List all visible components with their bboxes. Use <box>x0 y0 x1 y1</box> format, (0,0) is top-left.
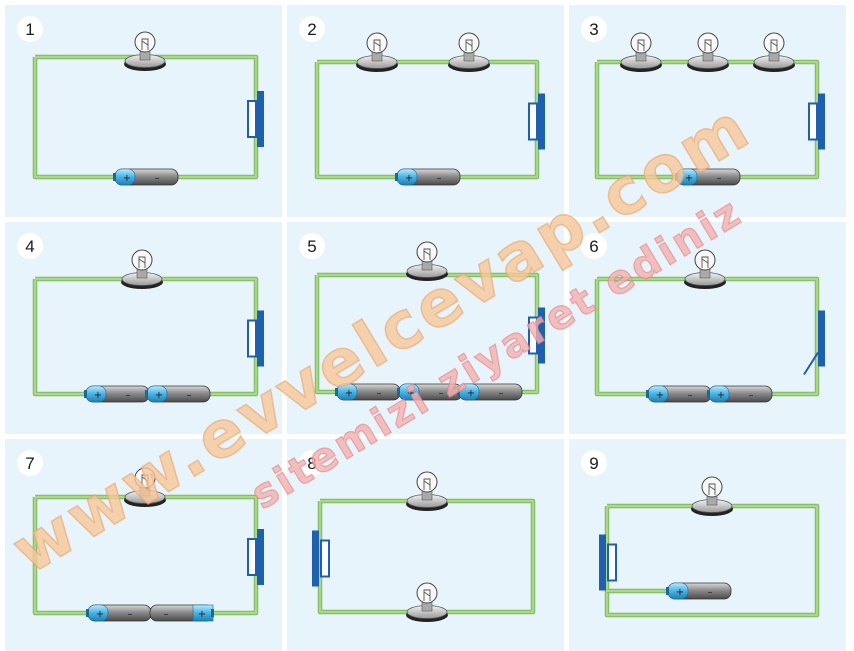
battery-positive-label: + <box>96 609 104 620</box>
battery-negative-label: – <box>499 388 504 399</box>
battery-negative-label: – <box>749 390 754 401</box>
bulb-icon <box>448 32 490 72</box>
battery-icon: +– <box>395 168 461 186</box>
bulb-icon <box>406 582 448 622</box>
battery-positive-label: + <box>198 609 206 620</box>
circuit-panel: +–+–7 <box>5 439 282 651</box>
battery-positive-label: + <box>467 388 475 399</box>
bulb-icon <box>406 241 448 281</box>
battery-icon: +– <box>335 383 401 401</box>
battery-positive-label: + <box>685 173 693 184</box>
panel-number: 7 <box>25 454 34 473</box>
panel-number-badge <box>299 450 325 476</box>
panel-number: 1 <box>25 20 34 39</box>
switch-icon <box>808 93 825 150</box>
battery-positive-label: + <box>656 390 664 401</box>
battery-negative-label: – <box>164 609 169 620</box>
battery-positive-label: + <box>345 388 353 399</box>
battery-negative-label: – <box>128 609 133 620</box>
battery-icon: +– <box>145 385 211 403</box>
bulb-icon <box>406 471 448 511</box>
battery-icon: +– <box>397 383 463 401</box>
battery-icon: +– <box>457 383 523 401</box>
battery-icon: +– <box>646 385 712 403</box>
wire <box>315 273 539 394</box>
circuit-panel: +–1 <box>5 5 282 217</box>
bulb-icon <box>684 249 726 289</box>
battery-positive-label: + <box>717 390 725 401</box>
battery-negative-label: – <box>126 390 131 401</box>
panel-number-badge <box>299 16 325 42</box>
battery-icon: +– <box>86 604 152 622</box>
battery-positive-label: + <box>405 173 413 184</box>
panel-number-badge <box>17 450 43 476</box>
battery-icon: +– <box>84 385 150 403</box>
panel-number: 6 <box>589 237 598 256</box>
battery-negative-label: – <box>439 388 444 399</box>
circuit-panel: +–+–6 <box>569 222 846 434</box>
battery-positive-label: + <box>123 173 131 184</box>
bulb-icon <box>753 32 795 72</box>
wire <box>33 495 258 615</box>
wire <box>595 277 819 396</box>
battery-negative-label: – <box>377 388 382 399</box>
battery-positive-label: + <box>676 587 684 598</box>
wire <box>33 277 258 396</box>
panel-number: 3 <box>589 20 598 39</box>
switch-icon <box>528 93 545 150</box>
panel-number-badge <box>581 16 607 42</box>
panel-number-badge <box>17 233 43 259</box>
battery-positive-label: + <box>407 388 415 399</box>
panel-number: 4 <box>25 237 34 256</box>
battery-positive-label: + <box>155 390 163 401</box>
bulb-icon <box>124 31 166 71</box>
battery-positive-label: + <box>94 390 102 401</box>
battery-negative-label: – <box>187 390 192 401</box>
battery-negative-label: – <box>155 173 160 184</box>
panel-number: 8 <box>307 454 316 473</box>
panel-number-badge <box>17 16 43 42</box>
panel-number: 9 <box>589 454 598 473</box>
wire <box>33 55 258 179</box>
circuit-panel: +–+–4 <box>5 222 282 434</box>
panel-number-badge <box>581 233 607 259</box>
circuit-panel: 8 <box>287 439 564 651</box>
battery-negative-label: – <box>708 587 713 598</box>
bulb-icon <box>121 249 163 289</box>
open-switch-icon <box>803 310 825 376</box>
battery-icon: +– <box>675 168 741 186</box>
wire <box>595 60 819 179</box>
panel-number: 5 <box>307 237 316 256</box>
bulb-icon <box>124 467 166 507</box>
battery-icon: +– <box>149 604 214 622</box>
switch-icon <box>247 529 264 585</box>
switch-icon <box>247 310 264 367</box>
battery-icon: +– <box>707 385 773 403</box>
circuit-panel: +–3 <box>569 5 846 217</box>
battery-negative-label: – <box>717 173 722 184</box>
bulb-icon <box>687 32 729 72</box>
battery-icon: +– <box>666 582 732 600</box>
switch-icon <box>599 534 617 591</box>
switch-icon <box>312 530 330 587</box>
circuit-panel: +–+–+–5 <box>287 222 564 434</box>
circuit-panel: +–2 <box>287 5 564 217</box>
bulb-icon <box>620 32 662 72</box>
panel-number: 2 <box>307 20 316 39</box>
switch-icon <box>528 307 545 364</box>
panel-number-badge <box>299 233 325 259</box>
switch-icon <box>247 91 264 147</box>
bulb-icon <box>691 476 733 516</box>
circuit-panel: +–9 <box>569 439 846 651</box>
battery-icon: +– <box>113 168 179 186</box>
battery-negative-label: – <box>688 390 693 401</box>
bulb-icon <box>356 32 398 72</box>
panel-number-badge <box>581 450 607 476</box>
battery-negative-label: – <box>437 173 442 184</box>
